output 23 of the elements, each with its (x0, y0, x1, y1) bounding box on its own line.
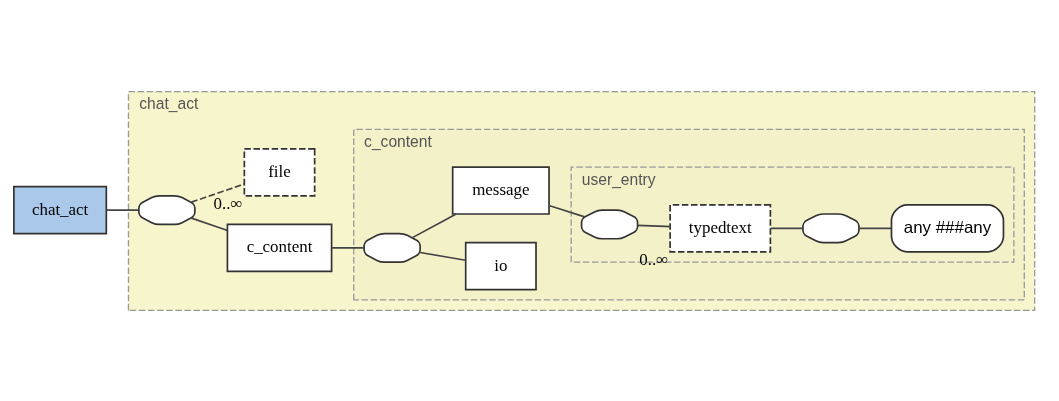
node-box: any ###any (890, 203, 1005, 253)
connector (419, 251, 467, 261)
node-octagon (580, 208, 639, 240)
node-octagon (138, 194, 196, 225)
node-octagon (363, 232, 421, 263)
connector (190, 182, 245, 203)
connector (548, 204, 586, 218)
node-octagon (802, 212, 860, 243)
node-box: file (243, 147, 316, 197)
connector (858, 227, 892, 229)
connector (331, 246, 365, 249)
node-box: typedtext (669, 203, 772, 253)
connector (190, 216, 229, 231)
node-box: chat_act (13, 185, 108, 234)
node-label: 0..∞ (213, 193, 243, 213)
connector (105, 208, 140, 211)
node-label: 0..∞ (639, 249, 669, 269)
node-box: message (451, 165, 550, 215)
node-box: c_content (226, 223, 333, 272)
connector (411, 212, 457, 238)
connector (769, 227, 804, 229)
node-box: io (464, 241, 537, 290)
connector (636, 224, 671, 227)
